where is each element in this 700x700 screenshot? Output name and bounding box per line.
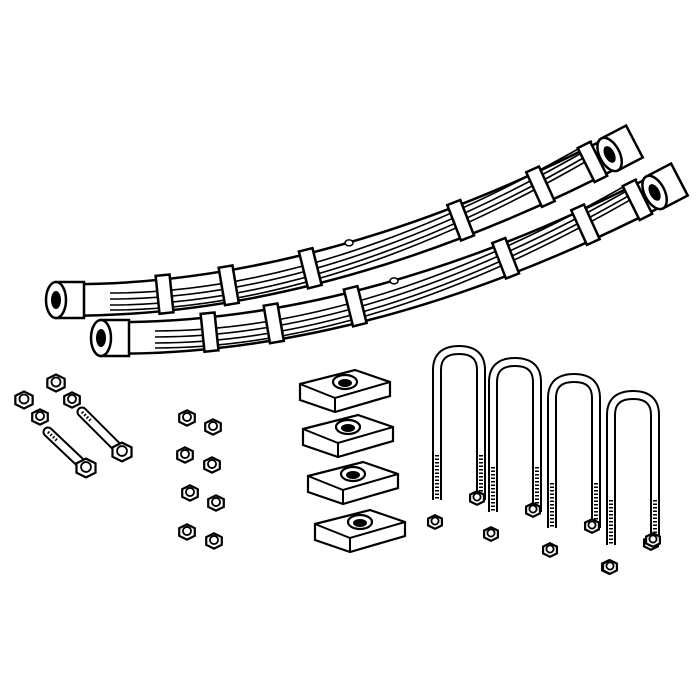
nut-icon <box>204 418 222 436</box>
u-bolt-nut-icon <box>601 558 619 576</box>
nut-hole <box>182 526 192 536</box>
spring-clamp <box>342 284 369 328</box>
nut-hole <box>486 528 496 538</box>
spring-clamp <box>217 263 241 307</box>
spring-clamp <box>199 311 220 354</box>
nut-icon <box>178 409 196 427</box>
nut-hole <box>209 535 219 545</box>
nut-icon <box>205 532 223 550</box>
u-bolt-body <box>549 374 599 528</box>
u-bolt-outline <box>488 356 542 512</box>
spring-plate <box>313 508 407 554</box>
nut-hole <box>80 461 92 473</box>
nut-hole <box>587 520 597 530</box>
spring-clamp <box>621 178 654 222</box>
plate-hole-inner <box>341 424 355 432</box>
nut-icon <box>203 456 221 474</box>
plate-body <box>301 413 395 459</box>
spring-clamp <box>154 273 175 316</box>
nut-hole <box>472 492 482 502</box>
spring-clamp <box>297 246 324 290</box>
u-bolt-body <box>608 391 658 545</box>
center-bolt-icon <box>344 239 354 247</box>
nut-hole <box>35 411 45 421</box>
nut-icon <box>181 484 199 502</box>
nut-hole <box>50 376 62 388</box>
spring-eye <box>596 123 645 173</box>
u-bolt-nut-icon <box>644 531 662 549</box>
u-bolt-body <box>490 358 540 512</box>
u-bolt <box>547 372 601 528</box>
u-bolt-body <box>434 346 484 500</box>
eye-hole <box>648 184 661 201</box>
bolt-head-icon <box>111 441 133 463</box>
nut-hole <box>182 412 192 422</box>
u-bolt-outline <box>547 372 601 528</box>
eye-hole <box>96 329 106 347</box>
spring-eye <box>89 318 131 358</box>
spring-clamp <box>445 198 476 243</box>
spring-plate <box>306 460 400 506</box>
bolt-thread <box>46 430 59 443</box>
bolt-head-icon <box>75 457 97 479</box>
plate-hole-inner <box>353 519 367 527</box>
eye-hole <box>51 291 61 309</box>
nut-icon <box>176 446 194 464</box>
spring-clamp <box>576 140 609 184</box>
nut-hole <box>116 445 128 457</box>
spring-clamp <box>569 202 602 247</box>
u-bolt <box>606 389 660 545</box>
u-bolt-outline <box>432 344 486 500</box>
nut-icon <box>14 390 34 410</box>
spring-clamp <box>262 301 286 345</box>
u-bolt-nut-icon <box>541 541 559 559</box>
leaf-spring <box>89 161 690 358</box>
plate-hole-inner <box>346 471 360 479</box>
u-bolt-nut-icon <box>583 517 601 535</box>
nut-hole <box>208 421 218 431</box>
u-bolt-outline <box>606 389 660 545</box>
nut-hole <box>430 516 440 526</box>
center-bolt-icon <box>389 277 399 285</box>
u-bolt <box>488 356 542 512</box>
nut-hole <box>180 449 190 459</box>
u-bolt <box>432 344 486 500</box>
plate-body <box>298 368 392 414</box>
nut-hole <box>528 504 538 514</box>
eye-hole <box>603 146 616 163</box>
u-bolt-nut-icon <box>482 525 500 543</box>
bolt-thread <box>80 410 94 424</box>
nut-hole <box>605 561 615 571</box>
u-bolt-nut-icon <box>524 501 542 519</box>
spring-clamp <box>524 164 557 209</box>
spring-eye <box>44 280 86 320</box>
nut-hole <box>18 393 30 405</box>
nut-icon <box>31 408 49 426</box>
nut-hole <box>185 487 195 497</box>
u-bolt-nut-icon <box>468 489 486 507</box>
nut-hole <box>648 534 658 544</box>
nut-icon <box>178 523 196 541</box>
plate-body <box>313 508 407 554</box>
spring-clamp <box>490 236 521 281</box>
nut-hole <box>207 459 217 469</box>
leaf-spring <box>44 123 645 320</box>
nut-icon <box>207 494 225 512</box>
nut-hole <box>67 394 77 404</box>
spring-plate <box>301 413 395 459</box>
nut-icon <box>63 391 81 409</box>
nut-icon <box>46 373 66 393</box>
nut-hole <box>545 544 555 554</box>
plate-body <box>306 460 400 506</box>
u-bolt-nut-icon <box>426 513 444 531</box>
nut-hole <box>211 497 221 507</box>
spring-plate <box>298 368 392 414</box>
spring-eye <box>641 161 690 211</box>
plate-hole-inner <box>338 379 352 387</box>
